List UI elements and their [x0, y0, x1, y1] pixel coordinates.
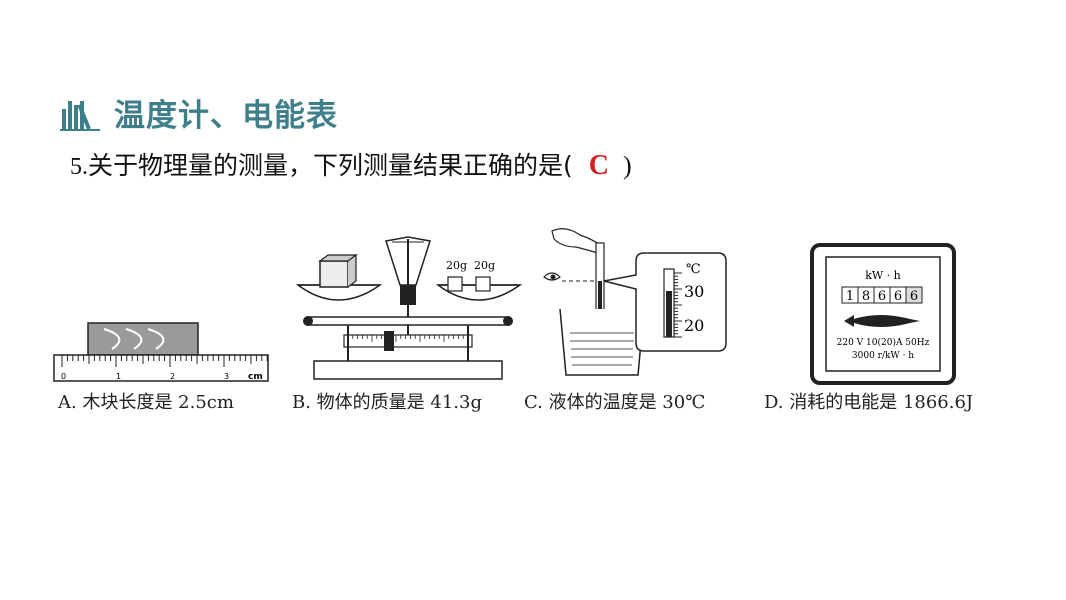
ruler-tick-label: 1 [116, 372, 121, 381]
ruler-tick-label: 2 [170, 372, 175, 381]
figure-c-thermometer: ℃ 30 20 [536, 225, 736, 385]
wood-block [87, 322, 199, 356]
balance-base [313, 360, 503, 380]
meter-digit: 1 [846, 289, 854, 304]
answer-letter: C [588, 150, 609, 181]
ruler-unit: cm [248, 372, 263, 382]
figure-a-ruler: 0 1 2 3 cm [52, 225, 272, 385]
temp-unit: ℃ [686, 262, 701, 277]
ruler-tick-label: 0 [61, 372, 66, 381]
weight-label: 20g [446, 259, 467, 272]
option-c-caption: C. 液体的温度是 30℃ [524, 392, 706, 413]
weight-20g [447, 276, 463, 292]
option-d-caption: D. 消耗的电能是 1866.6J [764, 392, 974, 413]
meter-digit: 6 [894, 289, 902, 304]
object-cube [319, 260, 349, 288]
question-stem: 5. 关于物理量的测量，下列测量结果正确的是( C ) [70, 146, 632, 182]
scale-label-20: 20 [684, 316, 704, 335]
option-a-caption: A. 木块长度是 2.5cm [58, 392, 234, 413]
weight-20g [475, 276, 491, 292]
scale-label-30: 30 [684, 282, 704, 301]
section-title: 温度计、电能表 [114, 98, 338, 134]
meter-spec-1: 220 V 10(20)A 50Hz [837, 337, 930, 348]
figure-d-meter: kW · h 1 8 6 6 6 220 V 10(20)A 50Hz 3000… [810, 225, 960, 385]
ruler [53, 354, 269, 382]
meter-digit: 8 [862, 289, 870, 304]
meter-disc-arrow [844, 315, 920, 327]
ruler-tick-label: 3 [224, 372, 229, 381]
meter-digit: 6 [910, 289, 918, 304]
hand [551, 228, 601, 254]
option-b-caption: B. 物体的质量是 41.3g [292, 392, 482, 413]
figure-b-balance: 20g 20g [288, 225, 528, 385]
section-header: 温度计、电能表 [60, 90, 338, 135]
question-text: 关于物理量的测量，下列测量结果正确的是( [88, 151, 573, 180]
meter-unit: kW · h [865, 269, 901, 282]
weight-label: 20g [474, 259, 495, 272]
books-icon [60, 100, 100, 131]
question-number: 5. [70, 154, 88, 180]
meter-spec-2: 3000 r/kW · h [852, 351, 914, 361]
closing-paren: ) [623, 151, 632, 180]
meter-digit: 6 [878, 289, 886, 304]
rider-scale [343, 334, 473, 348]
meter-digits: 1 8 6 6 6 [841, 286, 923, 304]
